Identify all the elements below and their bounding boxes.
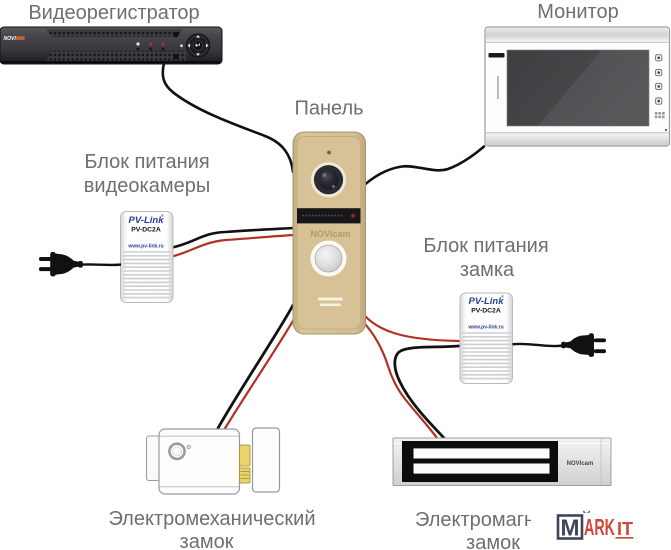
svg-text:M: M [561, 515, 580, 541]
svg-text:NOVIcam: NOVIcam [567, 461, 594, 467]
svg-text:www.pv-link.ru: www.pv-link.ru [127, 244, 163, 250]
svg-text:Блок питания: Блок питания [423, 235, 548, 257]
svg-text:Электромеханический: Электромеханический [108, 508, 315, 530]
svg-text:IT: IT [617, 519, 633, 539]
svg-text:PV-Link: PV-Link [128, 215, 164, 226]
svg-text:Монитор: Монитор [537, 1, 618, 23]
svg-text:видеокамеры: видеокамеры [84, 175, 210, 197]
svg-text:NOVI: NOVI [4, 36, 17, 42]
svg-text:NOVIcam: NOVIcam [310, 229, 350, 239]
svg-text:Панель: Панель [294, 98, 363, 120]
svg-text:PV-DC2A: PV-DC2A [131, 227, 161, 234]
svg-text:замок: замок [466, 532, 520, 550]
svg-text:ARK: ARK [584, 514, 615, 540]
svg-text:PV-Link: PV-Link [468, 296, 504, 307]
svg-text:Блок питания: Блок питания [84, 151, 209, 173]
svg-text:Видеорегистратор: Видеорегистратор [28, 2, 199, 24]
svg-text:®: ® [161, 213, 164, 218]
svg-text:®: ® [501, 294, 504, 299]
svg-text:www.pv-link.ru: www.pv-link.ru [467, 325, 503, 331]
svg-text:PV-DC2A: PV-DC2A [471, 308, 501, 315]
svg-text:замок: замок [180, 531, 234, 550]
svg-text:замка: замка [460, 259, 515, 281]
